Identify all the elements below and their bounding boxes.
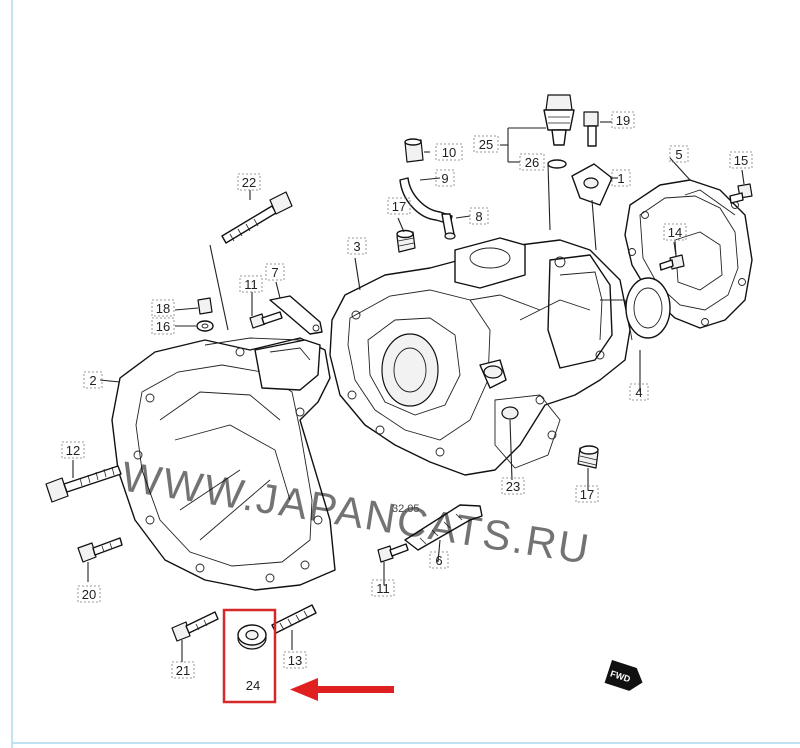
label-9: 9	[441, 171, 448, 186]
label-23: 23	[506, 479, 520, 494]
bolt-19	[583, 111, 599, 147]
bolt-11-upper	[249, 311, 283, 329]
o-ring-26	[547, 159, 567, 169]
transmission-case	[329, 237, 633, 476]
frame-left-border	[11, 0, 13, 748]
bolt-11-lower	[377, 543, 409, 563]
bracket-6	[404, 504, 483, 551]
bolt-21	[171, 611, 219, 642]
label-4: 4	[635, 385, 642, 400]
label-12: 12	[66, 443, 80, 458]
clutch-housing	[111, 337, 336, 591]
label-26: 26	[525, 155, 539, 170]
fwd-direction-icon: FWD	[604, 660, 643, 691]
label-19: 19	[616, 113, 630, 128]
bracket-7	[269, 295, 323, 335]
label-18: 18	[156, 301, 170, 316]
bushing-24	[237, 624, 267, 650]
label-16: 16	[156, 319, 170, 334]
plate-1	[571, 163, 613, 206]
label-5: 5	[675, 147, 682, 162]
label-13: 13	[288, 653, 302, 668]
bolt-15	[729, 183, 753, 204]
label-14: 14	[668, 225, 682, 240]
plug-17-lower	[577, 445, 599, 469]
vent-cap-10	[404, 138, 424, 163]
label-3: 3	[353, 239, 360, 254]
gasket-ring	[625, 277, 671, 339]
label-21: 21	[176, 663, 190, 678]
plug-17-upper	[396, 229, 416, 253]
part-labels: 1 2 3 4 5 6 7 8 9 10 11 11 12 13 14 15 1	[61, 111, 753, 693]
bolt-20	[77, 537, 123, 563]
spacer-23	[501, 406, 519, 420]
washer-16	[196, 320, 214, 332]
plug-18	[197, 297, 213, 315]
bolt-12	[45, 465, 122, 503]
label-1: 1	[617, 171, 624, 186]
label-25: 25	[479, 137, 493, 152]
label-22: 22	[242, 175, 256, 190]
label-15: 15	[734, 153, 748, 168]
label-11-lower: 11	[376, 581, 390, 596]
label-6: 6	[435, 553, 442, 568]
bolt-14	[659, 254, 685, 271]
stamp-text: 32.05	[392, 503, 420, 515]
label-7: 7	[271, 265, 278, 280]
bolt-22	[221, 191, 293, 244]
breather-pipe-8	[441, 213, 456, 240]
switch-25	[543, 94, 575, 146]
label-8: 8	[475, 209, 482, 224]
label-24: 24	[246, 678, 260, 693]
label-20: 20	[82, 587, 96, 602]
label-17-upper: 17	[392, 199, 406, 214]
label-10: 10	[442, 145, 456, 160]
label-11-upper: 11	[244, 277, 258, 292]
frame-bottom-border	[11, 742, 800, 744]
label-17-lower: 17	[580, 487, 594, 502]
red-arrow-icon	[290, 678, 394, 701]
stud-13	[271, 604, 317, 634]
highlight-box-part-24	[222, 608, 277, 704]
label-2: 2	[89, 373, 96, 388]
